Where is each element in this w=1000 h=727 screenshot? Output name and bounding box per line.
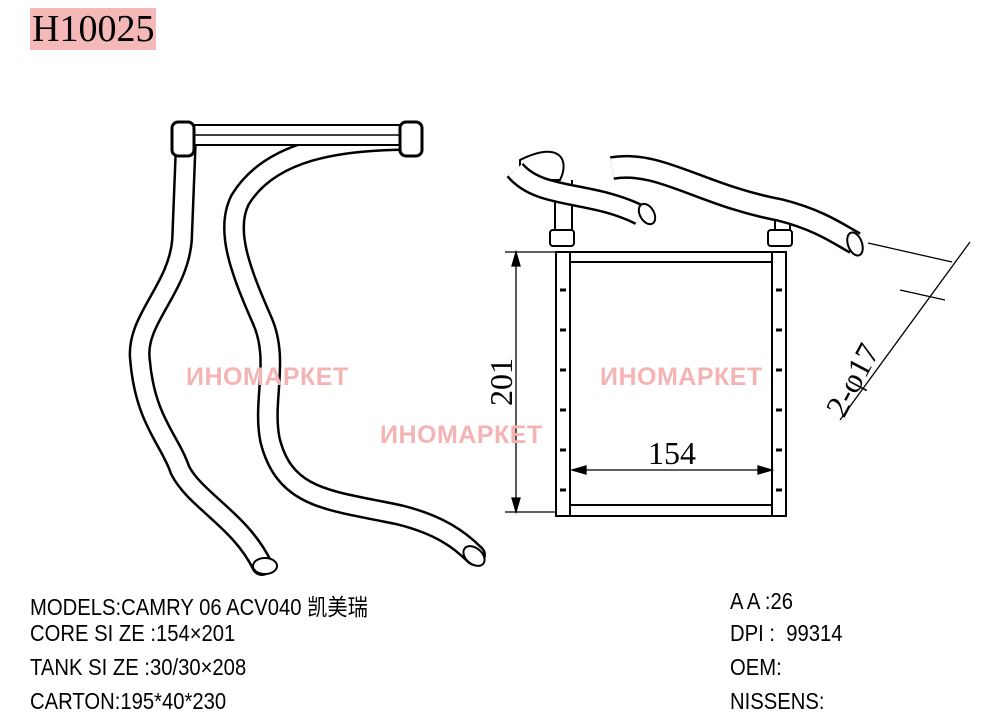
height-dimension: 201 [483, 358, 519, 406]
side-view-pipes [128, 120, 486, 576]
spec-dpi: DPI : 99314 [730, 620, 843, 646]
spec-nissens: NISSENS: [730, 688, 825, 714]
spec-core-size: CORE SI ZE :154×201 [30, 620, 236, 646]
spec-aa: A A :26 [730, 588, 794, 614]
spec-models: MODELS:CAMRY 06 ACV040 凯美瑞 [30, 594, 368, 620]
watermark: ИНОМАРКЕТ [186, 363, 349, 391]
width-dimension: 154 [648, 435, 696, 471]
watermark: ИНОМАРКЕТ [380, 421, 543, 449]
part-number-title: H10025 [30, 8, 157, 50]
dimension-lines [505, 241, 971, 515]
pipe-diameter-dimension: 2-φ17 [818, 337, 886, 422]
front-view-core [506, 150, 864, 517]
watermark: ИНОМАРКЕТ [600, 363, 763, 391]
spec-tank-size: TANK SI ZE :30/30×208 [30, 654, 247, 680]
spec-oem: OEM: [730, 654, 782, 680]
spec-carton: CARTON:195*40*230 [30, 688, 227, 714]
